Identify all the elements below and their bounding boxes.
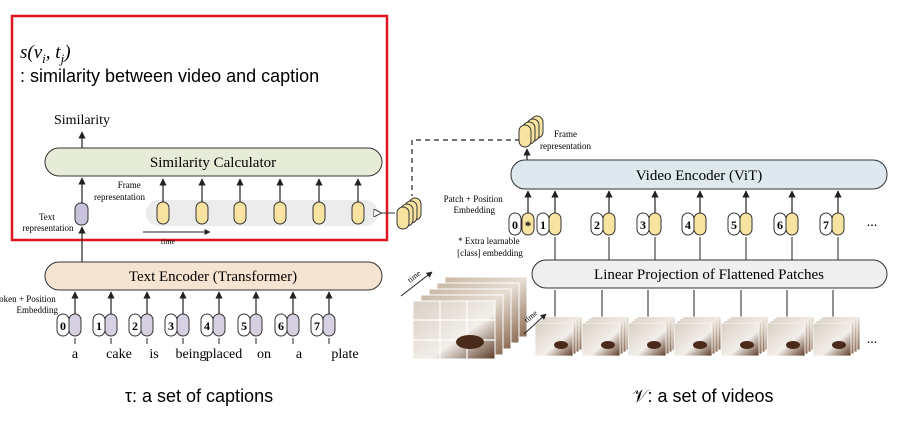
frame-track [146, 200, 378, 226]
patch-token-4 [693, 212, 707, 236]
text-representation-token [74, 202, 89, 226]
cls-marker: * [525, 218, 532, 233]
text-token-3 [176, 313, 190, 337]
frame-stack-2 [627, 316, 676, 357]
patch-token-5 [739, 212, 753, 236]
text-tokens: 0 1 2 3 4 5 6 7 [56, 291, 336, 344]
frame-token-2 [233, 201, 247, 225]
stacked-frame-representation-left [396, 197, 422, 230]
token-id-4: 4 [204, 319, 210, 333]
left-frame-representation-label: Frame representation [94, 180, 145, 202]
cube-time-arrow [400, 271, 433, 297]
similarity-label: Similarity [54, 113, 110, 128]
token-id-3: 3 [168, 319, 174, 333]
text-token-7 [322, 313, 336, 337]
frame-token-0 [156, 201, 170, 225]
patch-id-3: 3 [640, 218, 646, 232]
token-id-5: 5 [241, 319, 247, 333]
text-encoder-box [44, 261, 383, 291]
caption-word-6: a [296, 347, 303, 362]
left-time-label: time [161, 237, 176, 246]
similarity-description: : similarity between video and caption [20, 66, 319, 86]
patch-token-1 [548, 212, 562, 236]
patch-embedding-label: Patch + Position Embedding [444, 194, 505, 215]
token-id-6: 6 [278, 319, 284, 333]
annotation-box [10, 14, 389, 242]
frame-patch-stacks [534, 290, 861, 357]
caption-word-3: being [175, 347, 206, 362]
text-token-0 [68, 313, 82, 337]
video-cube-image [412, 276, 528, 360]
text-token-6 [286, 313, 300, 337]
caption-word-2: is [149, 347, 158, 362]
frame-stack-3 [673, 316, 722, 357]
cls-token [521, 212, 535, 236]
linear-projection-label: Linear Projection of Flattened Patches [594, 267, 824, 283]
text-token-4 [212, 313, 226, 337]
frame-token-4 [312, 201, 326, 225]
patch-id-4: 4 [685, 218, 691, 232]
patch-id-2: 2 [594, 218, 600, 232]
video-encoder-label: Video Encoder (ViT) [636, 168, 762, 184]
patch-tokens: 0 * 1 2 3 4 5 6 7 [508, 190, 845, 260]
frame-stack-0 [534, 316, 583, 357]
patch-token-2 [602, 212, 616, 236]
cube-time-label: time [406, 268, 423, 284]
dashed-connector [411, 139, 520, 196]
patch-id-7: 7 [823, 218, 829, 232]
text-token-2 [140, 313, 154, 337]
stacked-frame-representation-right [518, 115, 544, 148]
similarity-calculator-label: Similarity Calculator [150, 155, 276, 171]
frame-stack-6 [812, 316, 861, 357]
frame-stack-1 [581, 316, 630, 357]
caption-word-7: plate [331, 347, 358, 362]
frame-token-5 [351, 201, 365, 225]
extra-class-embedding-note: * Extra learnable [class] embedding [457, 236, 523, 258]
text-representation-label: Text representation [23, 212, 74, 233]
video-set-label: 𝒱: a set of videos [632, 386, 773, 406]
patch-ellipsis: ... [867, 215, 878, 230]
patch-id-1: 1 [540, 218, 546, 232]
left-frame-tokens [156, 178, 365, 225]
token-id-2: 2 [132, 319, 138, 333]
patch-id-0: 0 [512, 218, 518, 232]
similarity-calculator-box [44, 147, 383, 177]
caption-word-1: cake [106, 347, 132, 362]
right-frame-representation-label: Frame representation [540, 129, 591, 151]
caption-word-0: a [72, 347, 79, 362]
token-embedding-label: Token + Position Embedding [0, 294, 58, 315]
token-id-0: 0 [60, 319, 66, 333]
patch-id-5: 5 [731, 218, 737, 232]
patch-token-3 [648, 212, 662, 236]
text-encoder-label: Text Encoder (Transformer) [129, 269, 297, 285]
patch-id-6: 6 [777, 218, 783, 232]
frames-ellipsis: ... [867, 332, 878, 347]
text-token-5 [249, 313, 263, 337]
token-id-1: 1 [96, 319, 102, 333]
video-encoder-box [510, 159, 888, 190]
frame-stack-4 [720, 316, 769, 357]
patch-token-6 [785, 212, 799, 236]
caption-word-4: placed [206, 347, 243, 362]
text-token-1 [104, 313, 118, 337]
frame-token-1 [195, 201, 209, 225]
frames-time-arrow [523, 313, 547, 335]
patch-id-badge-0 [508, 212, 522, 236]
patch-token-7 [831, 212, 845, 236]
token-id-7: 7 [314, 319, 320, 333]
caption-set-label: τ: a set of captions [125, 386, 273, 406]
frame-stack-5 [766, 316, 815, 357]
caption-word-5: on [257, 347, 271, 362]
similarity-formula: s(vi, tj) [20, 42, 71, 66]
frame-token-3 [273, 201, 287, 225]
linear-projection-box [531, 259, 888, 289]
